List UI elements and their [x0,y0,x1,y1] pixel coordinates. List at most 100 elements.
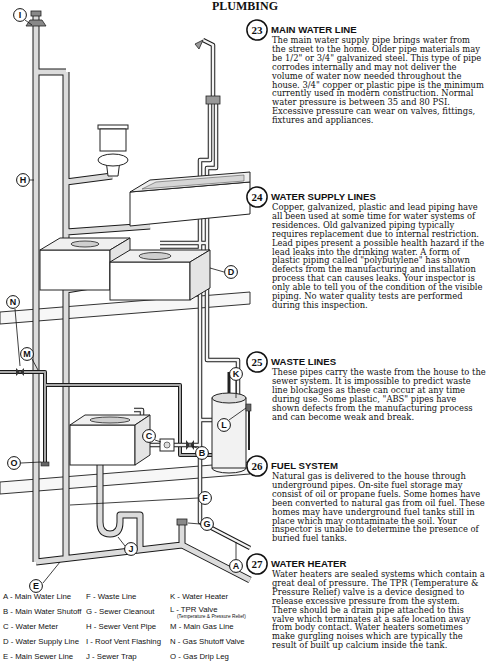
legend-row: E - Main Sewer Line [3,652,73,661]
callout-letter: I [13,8,27,22]
laundry-basin [90,417,130,423]
leader-line [15,309,20,366]
section-body: The main water supply pipe brings water … [272,36,486,125]
circle-shape [17,174,30,187]
legend-row: G - Sewer Cleanout [86,607,154,616]
legend-entry: G - Sewer Cleanout [86,607,154,616]
circle-shape [125,543,138,556]
section-number-circle: 27 [246,553,268,575]
circle-shape [230,368,243,381]
leader-line [210,268,224,272]
legend-row: A - Main Water Line [3,592,71,601]
callout-circle: N [6,295,20,309]
circle-shape [225,266,238,279]
water-shutoff-valve [186,440,194,450]
meter-dial [164,442,170,448]
callout-circle: G [200,517,214,531]
legend-entry: C - Water Meter [3,622,58,631]
callout-letter: F [198,491,212,505]
legend-entry: L - TPR Valve [170,605,218,614]
legend-row: H - Sewer Vent Pipe [86,622,156,631]
roof-flashing [26,20,46,26]
circle-shape [201,518,214,531]
water-heater-base [212,468,246,473]
legend-entry: (Temperature & Pressure Relief) [177,614,246,619]
legend-entry: N - Gas Shutoff Valve [170,637,245,646]
drip-leg-cap [41,462,49,466]
section-heading: MAIN WATER LINE [271,24,357,35]
legend-entry: I - Roof Vent Flashing [86,637,161,646]
legend-row: N - Gas Shutoff Valve [170,637,245,646]
legend-row: C - Water Meter [3,622,58,631]
legend-entry: F - Waste Line [86,592,136,601]
legend-entry: B - Main Water Shutoff [3,607,81,616]
circle-shape [8,457,21,470]
section-heading: WASTE LINES [271,356,336,367]
callout-circle: A [229,559,243,573]
shower-head [195,40,203,49]
callout-circle: L [217,418,231,432]
section-heading: WATER HEATER [271,558,346,569]
legend-row: J - Sewer Trap [86,652,137,661]
water-meter [160,439,174,451]
cabinet-front [40,250,110,290]
circle-shape [247,456,267,476]
counter-side [190,250,210,300]
section-body: These pipes carry the waste from the hou… [272,368,486,421]
bathtub-basin [142,175,244,189]
legend-entry: K - Water Heater [170,592,228,601]
callout-letter: A [229,559,243,573]
leader-line [229,408,246,420]
legend-row: B - Main Water Shutoff [3,607,81,616]
cleanout-cap [177,519,187,525]
legend-entry: J - Sewer Trap [86,652,137,661]
callout-number: 24 [246,186,268,208]
callout-letter: L [217,418,231,432]
callout-circle: C [142,429,156,443]
circle-shape [247,20,267,40]
callout-circle: D [224,265,238,279]
callout-circle: O [7,456,21,470]
toilet-tank [100,129,126,151]
laundry-tub-front [70,425,135,465]
toilet-bowl [98,154,128,166]
leader-line [188,523,200,524]
circle-shape [218,419,231,432]
legend-row: O - Gas Drip Leg [170,652,229,661]
section-number-circle: 25 [246,351,268,373]
leader-line [236,381,237,398]
vent-cap [31,11,41,16]
section-number-circle: 24 [246,186,268,208]
callout-letter: J [124,542,138,556]
callout-circle: E [29,579,43,593]
leader-line [21,462,41,463]
leader-line [32,359,38,370]
legend-row: K - Water Heater [170,592,228,601]
callout-letter: E [29,579,43,593]
callout-letter: O [7,456,21,470]
leader-line [70,498,198,505]
callout-letter: G [200,517,214,531]
bathtub-rim [130,172,250,192]
circle-shape [14,9,27,22]
circle-shape [143,430,156,443]
callout-circle: K [229,367,243,381]
circle-shape [199,492,212,505]
counter-front [110,262,190,300]
callout-number: 25 [246,351,268,373]
toilet-lid [98,125,128,129]
section-body: Copper, galvanized, plastic and lead pip… [272,203,486,310]
tpr-valve [246,404,251,411]
circle-shape [196,447,209,460]
gas-shutoff-valve [16,368,24,376]
legend-entry: H - Sewer Vent Pipe [86,622,156,631]
leader-line [155,440,161,442]
legend-entry: A - Main Water Line [3,592,71,601]
callout-letter: M [20,347,34,361]
callout-letter: N [6,295,20,309]
leader-line [43,562,60,583]
section-body: Natural gas is delivered to the house th… [272,472,486,543]
circle-shape [247,554,267,574]
waste-pipe-outline [36,16,250,580]
